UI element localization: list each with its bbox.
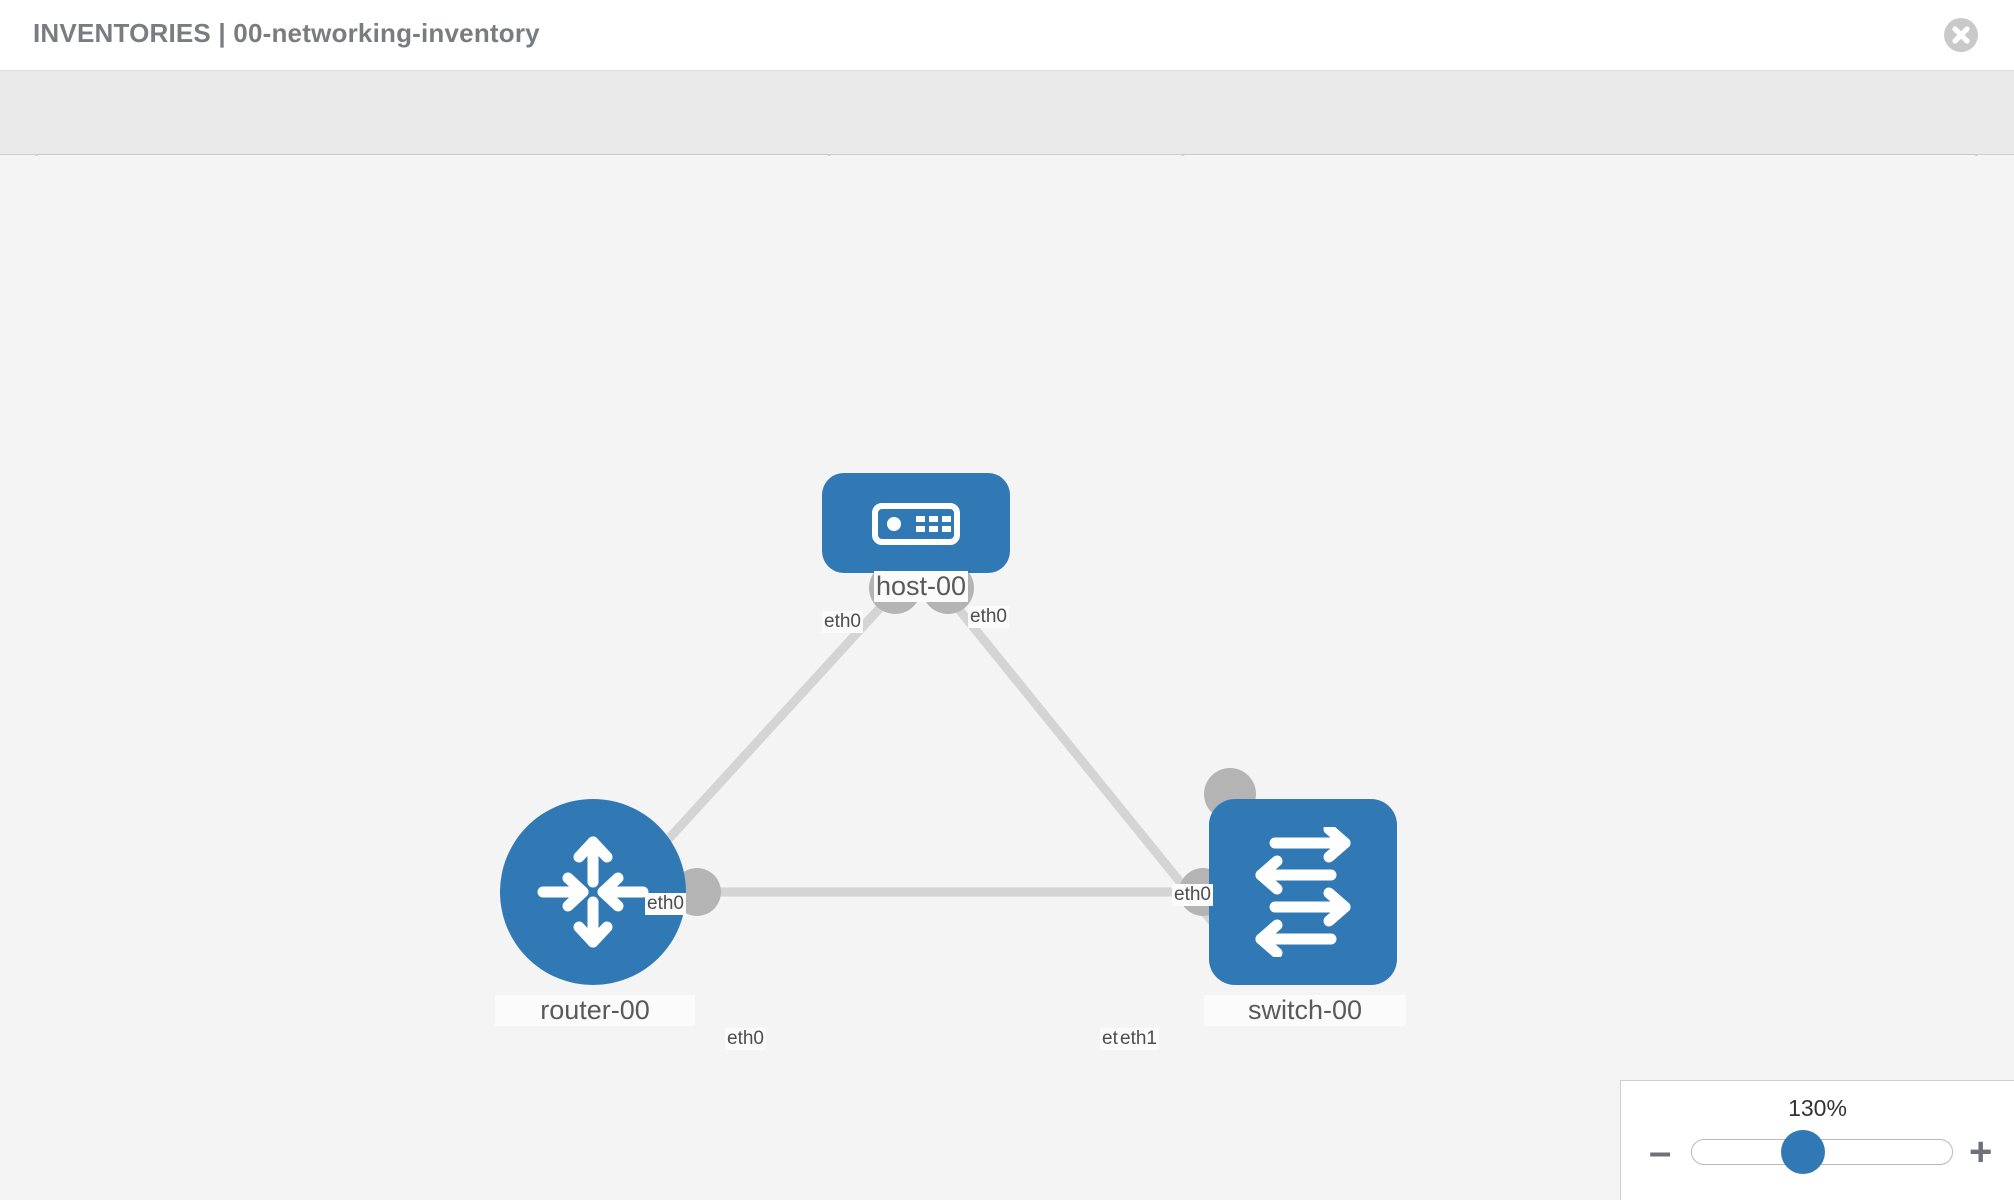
node-switch-label: switch-00	[1204, 995, 1406, 1026]
topology-canvas[interactable]: host-00 router-00	[0, 156, 2014, 1200]
node-host-label: host-00	[874, 571, 969, 602]
zoom-control-panel: 130% – +	[1620, 1080, 2014, 1200]
node-switch-shape	[1209, 799, 1397, 985]
topology-links	[616, 562, 1256, 949]
iface-label-switch-left-b: eth1	[1118, 1028, 1159, 1050]
header-bar: INVENTORIES | 00-networking-inventory	[0, 0, 2014, 70]
node-host-shape	[822, 473, 1010, 573]
node-router-shape	[500, 799, 686, 985]
page-title: INVENTORIES | 00-networking-inventory	[33, 18, 540, 48]
iface-label-router-right: eth0	[725, 1028, 766, 1050]
node-router-label: router-00	[495, 995, 695, 1026]
switch-arrows-icon	[1255, 827, 1351, 957]
server-icon	[872, 503, 960, 545]
iface-label-router-up: eth0	[645, 893, 686, 915]
zoom-in-button[interactable]: +	[1969, 1130, 1993, 1174]
iface-label-host-left: eth0	[822, 611, 863, 633]
toolbar: ACTIONS SEARCH	[0, 70, 2014, 209]
router-arrows-icon	[537, 836, 649, 948]
iface-label-switch-up: eth0	[1172, 884, 1213, 906]
iface-label-host-right: eth0	[968, 606, 1009, 628]
zoom-out-button[interactable]: –	[1649, 1130, 1672, 1174]
close-icon[interactable]	[1944, 18, 1978, 52]
zoom-slider-thumb[interactable]	[1781, 1130, 1825, 1174]
zoom-level-value: 130%	[1788, 1095, 1847, 1121]
